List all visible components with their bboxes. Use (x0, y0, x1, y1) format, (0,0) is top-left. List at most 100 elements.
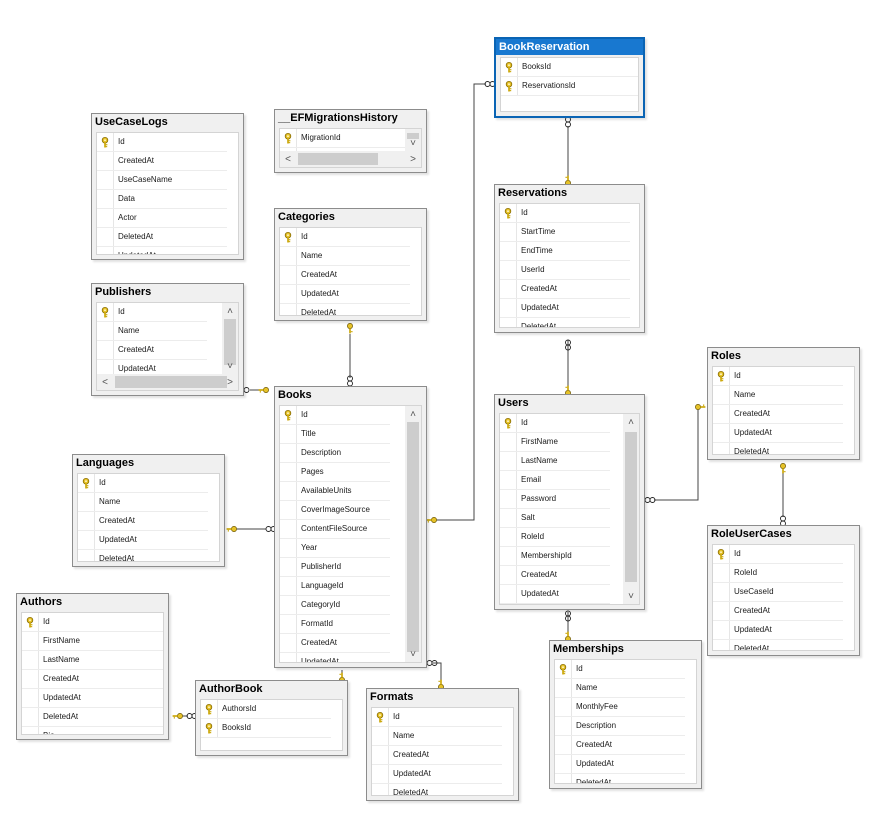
column-row[interactable]: MonthlyFee (555, 698, 685, 717)
column-row[interactable]: DeletedAt (280, 304, 410, 315)
column-row[interactable]: Id (22, 613, 163, 632)
scroll-right-icon[interactable]: ˃ (227, 376, 233, 388)
column-row[interactable]: StartTime (500, 223, 630, 242)
column-row[interactable]: UpdatedAt (555, 755, 685, 774)
column-row[interactable]: Id (500, 204, 630, 223)
column-row[interactable]: LanguageId (280, 577, 390, 596)
column-row[interactable]: DeletedAt (78, 550, 208, 561)
scroll-thumb[interactable] (407, 422, 419, 652)
column-row[interactable]: MembershipId (500, 547, 610, 566)
column-row[interactable]: Year (280, 539, 390, 558)
table-title[interactable]: Publishers (95, 286, 152, 298)
column-row[interactable]: Id (97, 303, 207, 322)
column-row[interactable]: UpdatedAt (372, 765, 502, 784)
column-row[interactable]: Id (97, 133, 227, 152)
column-row[interactable]: CreatedAt (500, 280, 630, 299)
table-title[interactable]: Categories (278, 211, 335, 223)
column-row[interactable]: Id (280, 406, 390, 425)
column-row[interactable]: Description (280, 444, 390, 463)
column-row[interactable]: Name (97, 322, 207, 341)
vertical-scrollbar[interactable]: ˄˅ (623, 414, 639, 604)
column-row[interactable]: CreatedAt (555, 736, 685, 755)
table-title[interactable]: Languages (76, 457, 135, 469)
column-row[interactable]: FirstName (22, 632, 163, 651)
scroll-down-icon[interactable]: ˅ (628, 590, 634, 602)
column-row[interactable]: RoleId (500, 528, 610, 547)
scroll-thumb[interactable] (407, 133, 419, 139)
column-row[interactable]: Id (555, 660, 685, 679)
scroll-thumb[interactable] (224, 319, 236, 365)
table-title[interactable]: AuthorBook (199, 683, 263, 695)
column-row[interactable]: ReservationsId (501, 77, 638, 96)
table-title[interactable]: __EFMigrationsHistory (278, 112, 398, 124)
column-row[interactable]: CreatedAt (97, 152, 227, 171)
column-row[interactable]: Data (97, 190, 227, 209)
column-row[interactable]: UserId (500, 261, 630, 280)
column-row[interactable]: AuthorsId (201, 700, 331, 719)
scroll-thumb[interactable] (625, 432, 637, 582)
column-row[interactable]: DeletedAt (555, 774, 685, 783)
horizontal-scrollbar[interactable]: ˂˃ (280, 151, 421, 167)
column-row[interactable]: ContentFileSource (280, 520, 390, 539)
column-row[interactable]: Pages (280, 463, 390, 482)
column-row[interactable]: CreatedAt (372, 746, 502, 765)
column-row[interactable]: Name (372, 727, 502, 746)
column-row[interactable]: CreatedAt (500, 566, 610, 585)
column-row[interactable]: EndTime (500, 242, 630, 261)
scroll-left-icon[interactable]: ˂ (285, 153, 291, 165)
column-row[interactable]: Name (280, 247, 410, 266)
column-row[interactable]: DeletedAt (500, 604, 610, 605)
column-row[interactable]: UseCaseId (713, 583, 843, 602)
column-row[interactable]: MigrationId (280, 129, 408, 148)
scroll-up-icon[interactable]: ˄ (227, 305, 233, 317)
column-row[interactable]: UpdatedAt (78, 531, 208, 550)
column-row[interactable]: DeletedAt (372, 784, 502, 795)
column-row[interactable]: Id (78, 474, 208, 493)
column-row[interactable]: DeletedAt (713, 443, 843, 454)
scroll-up-icon[interactable]: ˄ (410, 408, 416, 420)
horizontal-scrollbar[interactable]: ˂˃ (97, 374, 238, 390)
table-title[interactable]: Reservations (498, 187, 568, 199)
column-row[interactable]: UpdatedAt (280, 653, 390, 662)
column-row[interactable]: Id (713, 367, 843, 386)
column-row[interactable]: DeletedAt (97, 228, 227, 247)
scroll-left-icon[interactable]: ˂ (102, 376, 108, 388)
column-row[interactable]: FormatId (280, 615, 390, 634)
column-row[interactable]: UpdatedAt (22, 689, 163, 708)
column-row[interactable]: UpdatedAt (500, 585, 610, 604)
column-row[interactable]: DeletedAt (713, 640, 843, 650)
table-title[interactable]: Roles (711, 350, 741, 362)
column-row[interactable]: CreatedAt (97, 341, 207, 360)
column-row[interactable]: UpdatedAt (280, 285, 410, 304)
scroll-thumb[interactable] (115, 376, 227, 388)
column-row[interactable]: Id (500, 414, 610, 433)
scroll-thumb[interactable] (298, 153, 378, 165)
column-row[interactable]: CreatedAt (22, 670, 163, 689)
column-row[interactable]: Title (280, 425, 390, 444)
column-row[interactable]: FirstName (500, 433, 610, 452)
column-row[interactable]: UpdatedAt (97, 247, 227, 254)
column-row[interactable]: Id (713, 545, 843, 564)
column-row[interactable]: CreatedAt (713, 405, 843, 424)
column-row[interactable]: Actor (97, 209, 227, 228)
table-title[interactable]: Books (278, 389, 312, 401)
column-row[interactable]: DeletedAt (22, 708, 163, 727)
table-title[interactable]: Memberships (553, 643, 624, 655)
vertical-scrollbar[interactable]: ˄˅ (405, 129, 421, 151)
column-row[interactable]: CreatedAt (280, 266, 410, 285)
column-row[interactable]: Description (555, 717, 685, 736)
table-title[interactable]: RoleUserCases (711, 528, 792, 540)
column-row[interactable]: BooksId (201, 719, 331, 738)
vertical-scrollbar[interactable]: ˄˅ (222, 303, 238, 374)
